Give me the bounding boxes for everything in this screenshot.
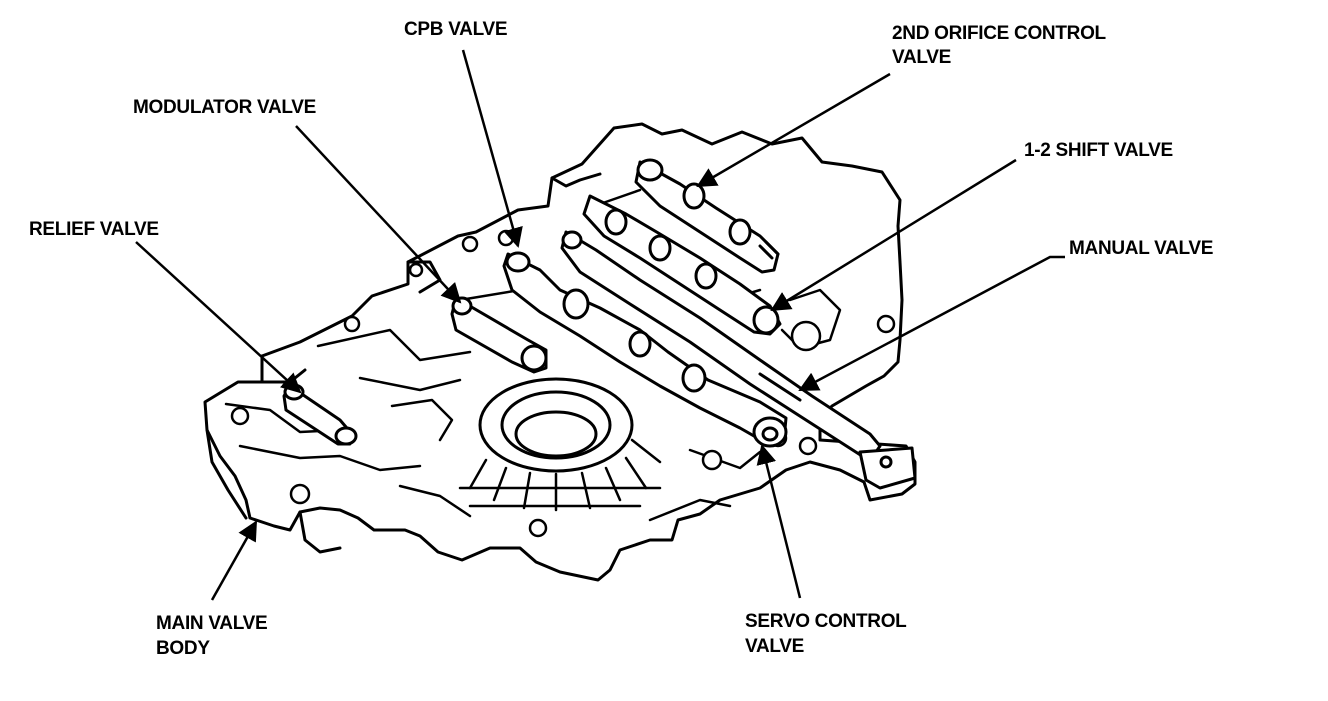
label-orifice-line1: 2ND ORIFICE CONTROL [892, 23, 1106, 44]
leader-cpb [461, 49, 523, 248]
leader-orifice [696, 72, 891, 188]
label-modulator-valve: MODULATOR VALVE [133, 97, 317, 118]
label-orifice-line2: VALVE [892, 47, 952, 68]
label-servo-line2: VALVE [745, 636, 805, 657]
label-main-line1: MAIN VALVE [156, 613, 268, 634]
leader-modulator [295, 125, 462, 304]
leader-main [210, 520, 258, 601]
label-main-line2: BODY [156, 638, 210, 659]
label-manual-valve: MANUAL VALVE [1069, 238, 1214, 259]
label-cpb-valve: CPB VALVE [404, 19, 508, 40]
shift-valve [582, 194, 782, 336]
manual-valve [560, 230, 917, 490]
valve-body-outline [203, 122, 917, 582]
leader-servo [756, 444, 802, 599]
modulator-valve [450, 296, 548, 374]
servo-control-valve [752, 416, 788, 448]
relief-valve [282, 383, 358, 446]
label-relief-valve: RELIEF VALVE [29, 219, 159, 240]
orifice-control-valve [634, 158, 780, 274]
leader-manual [798, 255, 1065, 392]
label-servo-line1: SERVO CONTROL [745, 611, 907, 632]
label-shift-valve: 1-2 SHIFT VALVE [1024, 140, 1173, 161]
leader-shift [770, 158, 1017, 312]
leader-relief [135, 241, 302, 394]
